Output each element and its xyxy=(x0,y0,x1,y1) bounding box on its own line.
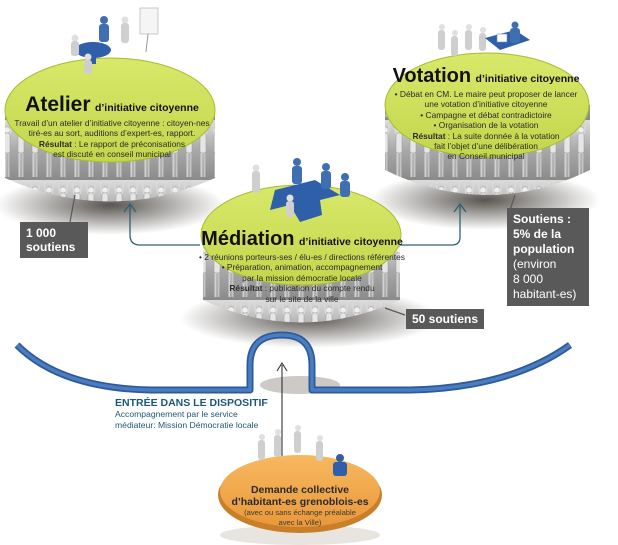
atelier-content: Atelier d’initiative citoyenne Travail d… xyxy=(12,94,212,160)
atelier-title: Atelier d’initiative citoyenne xyxy=(25,93,199,116)
demande-citizens-figures-icon xyxy=(258,425,347,476)
arrow-to-votation xyxy=(400,205,461,246)
mediation-table-figures-icon xyxy=(252,158,350,222)
atelier-meeting-figures-icon xyxy=(71,7,159,74)
entry-label: ENTRÉE DANS LE DISPOSITIF Accompagnement… xyxy=(115,397,268,430)
entry-pipe xyxy=(14,331,573,394)
demande-content: Demande collective d’habitant-es grenobl… xyxy=(231,484,369,527)
arrow-to-mediation-head xyxy=(276,361,288,372)
atelier-support-callout: 1 000 soutiens xyxy=(20,222,88,258)
votation-disc xyxy=(370,52,600,230)
votation-description: • Débat en CM. Le maire peut proposer de… xyxy=(394,89,578,162)
votation-title: Votation d’initiative citoyenne xyxy=(392,65,580,87)
arrow-to-votation-head xyxy=(453,202,467,213)
arrow-to-atelier xyxy=(129,205,200,246)
mediation-content: Médiation d’initiative citoyenne • 2 réu… xyxy=(196,229,408,304)
mediation-description: • 2 réunions porteurs-ses / élu-es / dir… xyxy=(199,252,405,304)
mediation-disc xyxy=(180,184,440,348)
votation-support-callout: Soutiens : 5% de la population (environ … xyxy=(507,208,589,306)
arrow-to-atelier-head xyxy=(123,202,137,213)
atelier-disc xyxy=(0,57,225,235)
mediation-support-callout: 50 soutiens xyxy=(406,309,485,329)
votation-content: Votation d’initiative citoyenne • Débat … xyxy=(386,66,586,162)
mediation-title: Médiation d’initiative citoyenne xyxy=(201,228,403,250)
votation-ballot-figures-icon xyxy=(438,21,530,56)
atelier-description: Travail d’un atelier d’initiative citoye… xyxy=(14,118,210,160)
entry-title: ENTRÉE DANS LE DISPOSITIF xyxy=(115,397,268,409)
